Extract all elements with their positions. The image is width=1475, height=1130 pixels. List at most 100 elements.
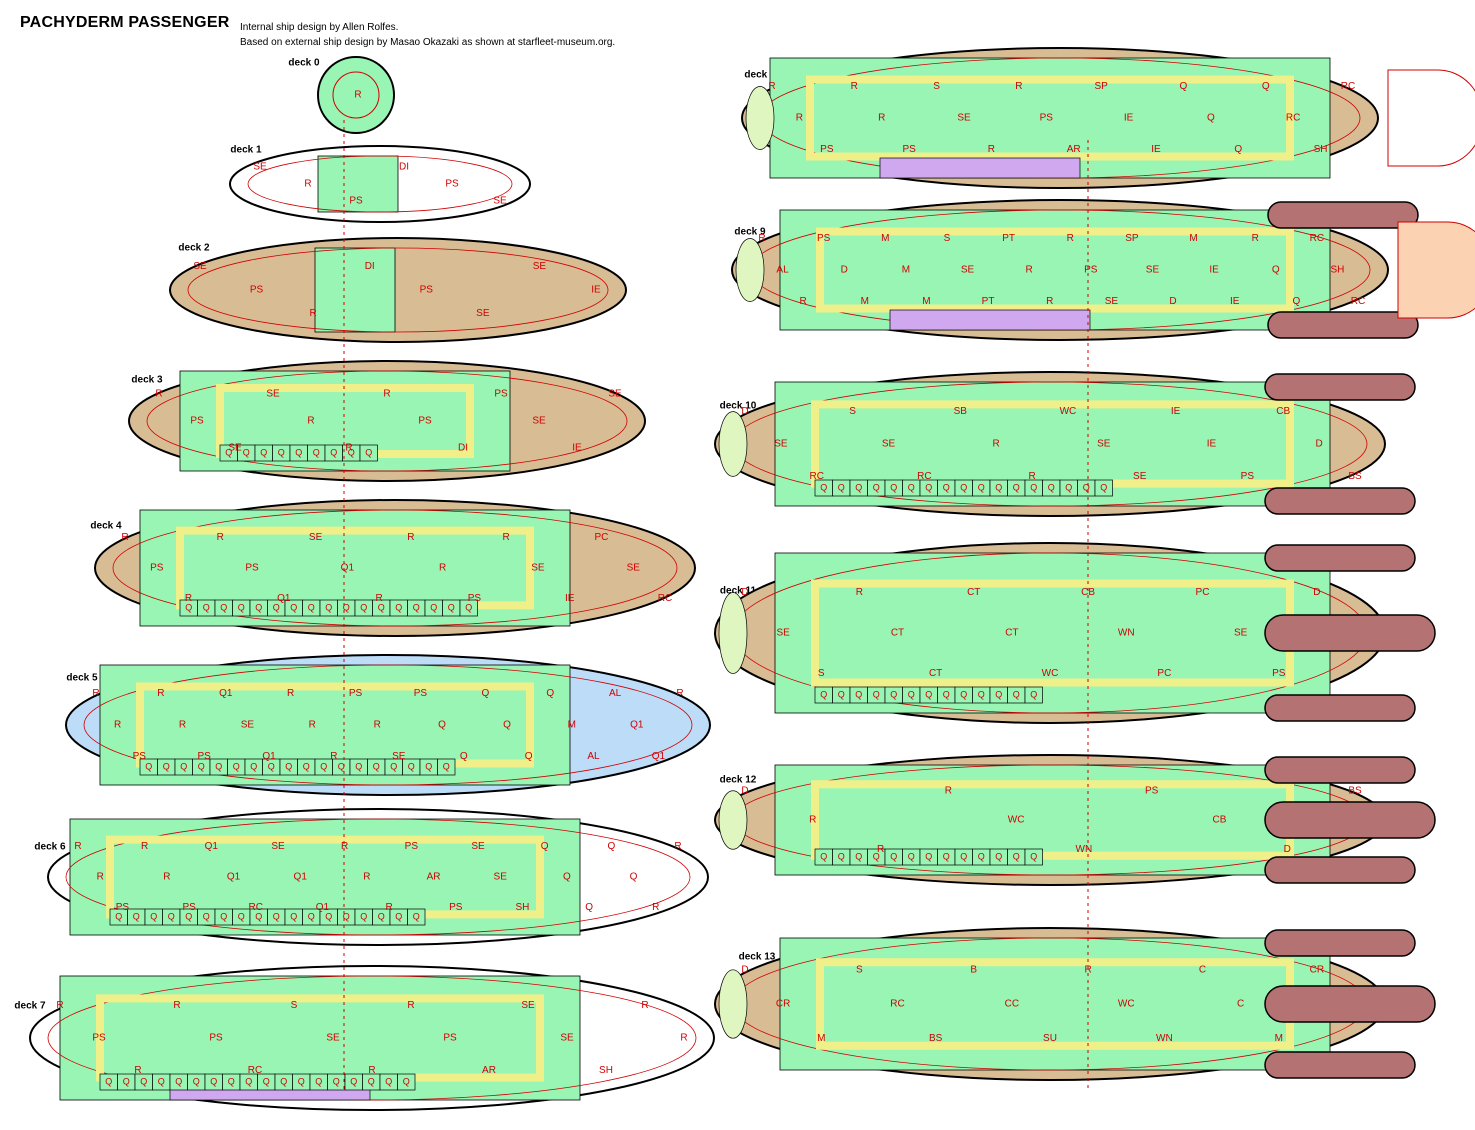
room-label-s: S [849, 406, 856, 417]
cabin-label: Q [908, 689, 915, 699]
cabin-label: Q [308, 602, 315, 612]
room-label-ps: PS [116, 902, 130, 913]
cabin-label: Q [313, 447, 320, 457]
room-label-r: R [1015, 81, 1022, 92]
room-label-q: Q [546, 688, 554, 699]
room-label-r: R [945, 785, 952, 796]
storage-strip [889, 309, 1091, 331]
room-label-r: R [163, 872, 170, 883]
room-label-se: SE [532, 416, 546, 427]
cabin-label: Q [820, 482, 827, 492]
room-label-r: R [217, 532, 224, 543]
room-label-cr: CR [1310, 964, 1324, 975]
room-label-q: Q [503, 720, 511, 731]
room-label-ps: PS [418, 416, 432, 427]
cabin-label: Q [978, 482, 985, 492]
room-label-ps: PS [1145, 785, 1159, 796]
room-label-ps: PS [245, 563, 259, 574]
room-label-r: R [758, 233, 765, 244]
room-label-r: R [173, 1000, 180, 1011]
cabin-label: Q [890, 482, 897, 492]
room-label-r: R [768, 81, 775, 92]
deck-label: deck 3 [131, 375, 163, 386]
cabin-label: Q [385, 1076, 392, 1086]
bow-sensor [718, 790, 748, 850]
room-label-sh: SH [1330, 265, 1344, 276]
deck-outline-ring [332, 71, 380, 119]
cabin-cell [1024, 686, 1043, 704]
cabin-cell [407, 908, 426, 926]
room-label-al: AL [609, 688, 622, 699]
room-label-ps: PS [414, 688, 428, 699]
room-label-r: R [1067, 233, 1074, 244]
cabin-label: Q [238, 602, 245, 612]
room-label-m: M [861, 296, 869, 307]
room-label-d: D [1284, 844, 1291, 855]
room-label-c: C [1199, 964, 1206, 975]
room-label-ie: IE [1171, 406, 1181, 417]
room-label-r: R [503, 532, 510, 543]
cabin-label: Q [820, 689, 827, 699]
tank-upper [1264, 544, 1416, 572]
deck-label: deck 2 [178, 243, 210, 254]
cabin-label: Q [333, 1076, 340, 1086]
room-label-q1: Q1 [227, 872, 241, 883]
tank-upper [1264, 756, 1416, 784]
room-label-se: SE [882, 439, 896, 450]
cabin-label: Q [260, 447, 267, 457]
cabin-label: Q [233, 761, 240, 771]
room-label-ps: PS [250, 285, 264, 296]
cabin-label: Q [263, 1076, 270, 1086]
room-label-se: SE [1133, 471, 1147, 482]
room-label-ps: PS [820, 144, 834, 155]
room-label-m: M [1189, 233, 1197, 244]
room-label-sh: SH [599, 1065, 613, 1076]
cabin-label: Q [273, 602, 280, 612]
room-label-m: M [881, 233, 889, 244]
room-label-q: Q [525, 751, 533, 762]
tank-lower [1264, 856, 1416, 884]
room-label-d: D [741, 785, 748, 796]
cabin-label: Q [180, 761, 187, 771]
room-label-r: R [309, 720, 316, 731]
cabin-label: Q [215, 761, 222, 771]
room-label-ps: PS [1040, 113, 1054, 124]
room-label-r: R [856, 587, 863, 598]
room-label-ps: PS [349, 196, 363, 207]
cabin-label: Q [838, 482, 845, 492]
room-label-se: SE [1146, 265, 1160, 276]
cabin-label: Q [960, 482, 967, 492]
room-label-ps: PS [209, 1033, 223, 1044]
room-label-ie: IE [565, 593, 575, 604]
room-label-ps: PS [445, 179, 459, 190]
room-label-se: SE [476, 308, 490, 319]
cabin-cell [359, 444, 378, 462]
bow-sensor [745, 86, 775, 150]
room-label-pt: PT [1002, 233, 1015, 244]
deck-9: deck 9RALRPSDMMMMSSEPTPTRRRPSSESPSEDMIEI… [731, 199, 1475, 341]
room-label-sp: SP [1125, 233, 1139, 244]
cabin-label: Q [855, 851, 862, 861]
deck-label: deck 0 [288, 58, 320, 69]
cabin-label: Q [280, 1076, 287, 1086]
room-label-q: Q [1207, 113, 1215, 124]
room-label-se: SE [1234, 628, 1248, 639]
room-label-r: R [1046, 296, 1053, 307]
cabin-label: Q [890, 689, 897, 699]
cabin-cell [1094, 479, 1113, 497]
room-label-rc: RC [810, 471, 824, 482]
room-label-ps: PS [1084, 265, 1098, 276]
cabin-label: Q [925, 689, 932, 699]
room-label-bs: BS [929, 1033, 943, 1044]
room-label-ar: AR [427, 872, 441, 883]
cabin-label: Q [425, 761, 432, 771]
room-label-se: SE [1105, 296, 1119, 307]
warp-nacelle [1264, 801, 1436, 839]
cabin-label: Q [325, 911, 332, 921]
room-label-di: DI [365, 261, 375, 272]
room-label-ie: IE [1151, 144, 1161, 155]
